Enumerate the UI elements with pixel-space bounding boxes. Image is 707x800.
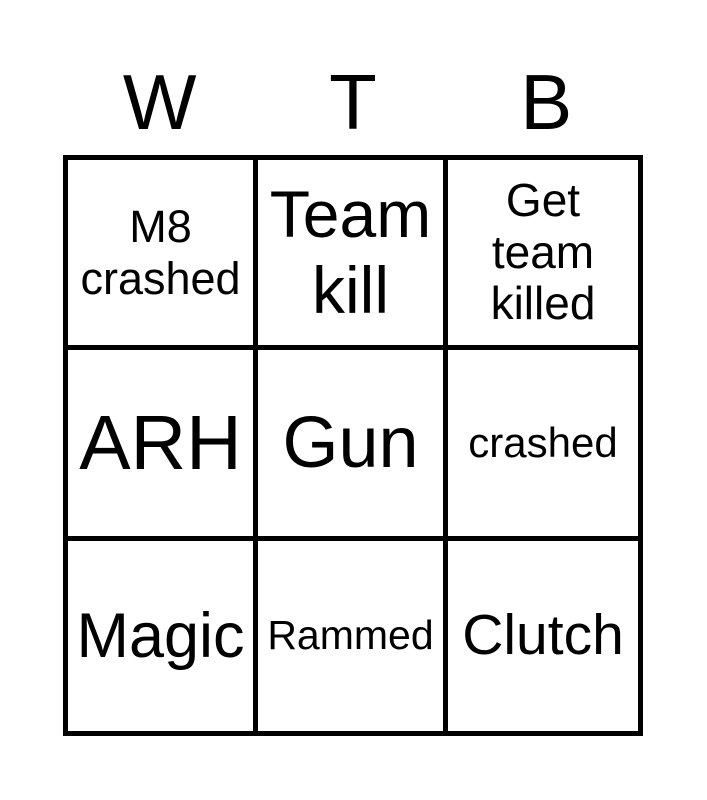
bingo-cell-r2c3[interactable]: crashed xyxy=(448,350,638,541)
header-letter-w: W xyxy=(122,58,197,146)
bingo-cell-label: Team kill xyxy=(269,176,432,327)
bingo-grid: M8 crashed Team kill Get team killed ARH… xyxy=(63,155,643,736)
header-letter-t: T xyxy=(329,58,377,146)
bingo-cell-r1c1[interactable]: M8 crashed xyxy=(68,160,258,351)
bingo-cell-r1c3[interactable]: Get team killed xyxy=(448,160,638,351)
bingo-cell-label: Magic xyxy=(76,600,245,671)
bingo-cell-label: Gun xyxy=(282,402,419,483)
bingo-cell-label: crashed xyxy=(468,418,618,466)
bingo-cell-r1c2[interactable]: Team kill xyxy=(258,160,448,351)
bingo-cell-label: Get team killed xyxy=(490,174,596,330)
bingo-cell-r2c1[interactable]: ARH xyxy=(68,350,258,541)
bingo-cell-r3c3[interactable]: Clutch xyxy=(448,540,638,731)
bingo-cell-r2c2[interactable]: Gun xyxy=(258,350,448,541)
bingo-cell-label: ARH xyxy=(79,399,242,486)
header-letter-b: B xyxy=(520,58,573,146)
bingo-cell-r3c2[interactable]: Rammed xyxy=(258,540,448,731)
bingo-cell-label: M8 crashed xyxy=(80,200,241,304)
bingo-cell-r3c1[interactable]: Magic xyxy=(68,540,258,731)
bingo-header: W T B xyxy=(63,62,643,142)
bingo-cell-label: Clutch xyxy=(462,603,624,668)
bingo-cell-label: Rammed xyxy=(267,612,434,659)
